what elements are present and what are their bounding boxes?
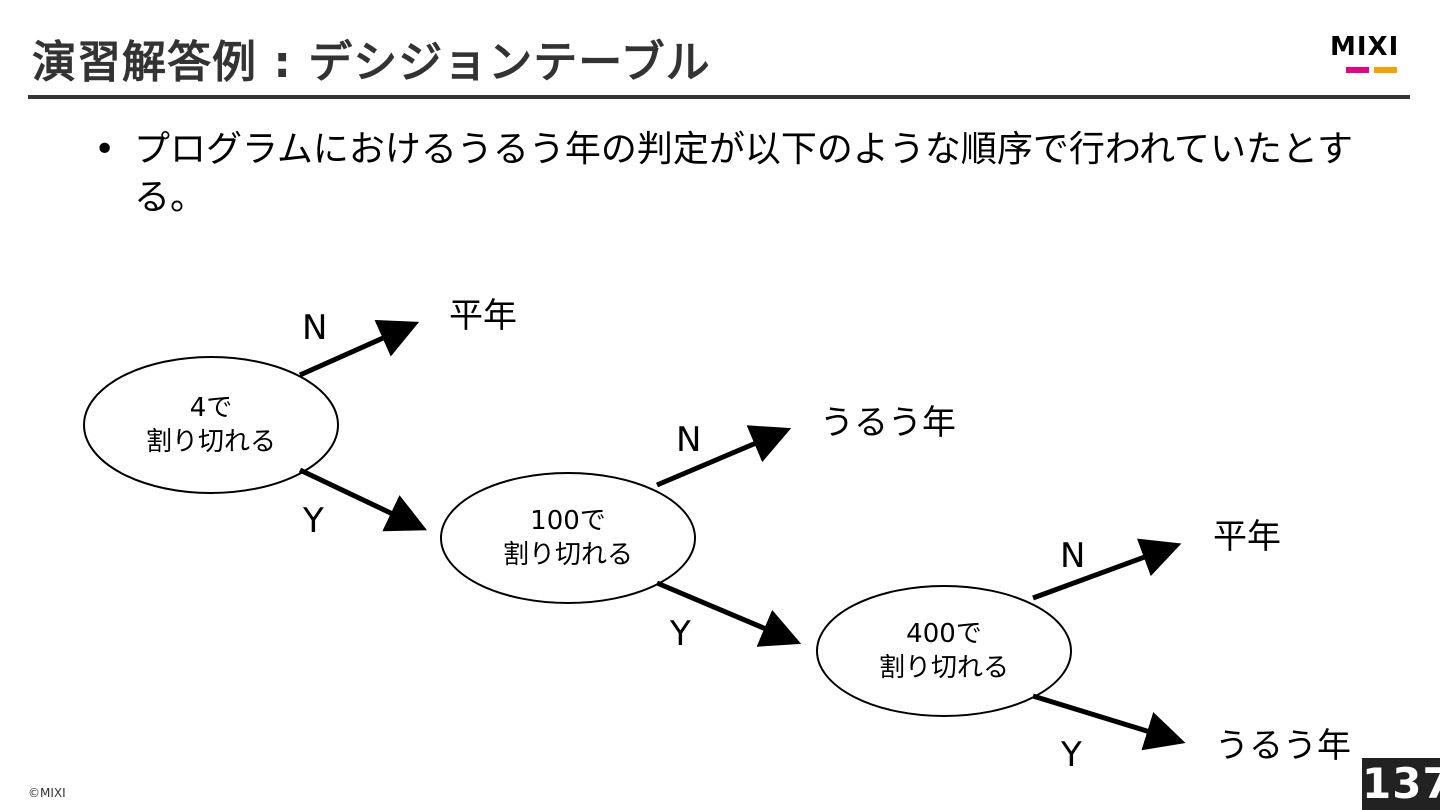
mixi-logo: MIXI [1330,34,1412,76]
node-3-line-1: 400で [906,619,982,649]
arrow-n3 [1032,538,1182,601]
outcome-1: 平年 [449,296,517,336]
edge-label-y2: Y [670,614,691,654]
decision-node-3 [816,585,1072,717]
arrow-y2 [656,580,802,647]
arrow-n2 [656,425,792,488]
title-divider [28,95,1410,99]
decision-node-2 [440,472,696,604]
outcome-2: うるう年 [820,403,956,443]
node-2-line-2: 割り切れる [502,540,633,570]
decision-node-3-label: 400で 割り切れる [864,617,1024,685]
edge-label-y3: Y [1061,735,1082,775]
edge-label-n2: N [676,420,702,460]
copyright-notice: ©MIXI [28,786,66,800]
logo-text: MIXI [1330,32,1400,62]
arrow-n1 [298,319,420,378]
edge-label-n1: N [302,308,328,348]
decision-node-1-label: 4で 割り切れる [131,391,291,459]
bullet-marker: • [94,129,116,170]
edge-label-n3: N [1060,536,1086,576]
decision-node-2-label: 100で 割り切れる [488,504,648,572]
bullet-text: プログラムにおけるうるう年の判定が以下のような順序で行われていたとする。 [134,129,1353,218]
logo-accent-yellow [1374,67,1397,73]
logo-accent-red [1346,67,1369,73]
node-1-line-1: 4で [189,393,233,423]
outcome-4: うるう年 [1215,726,1351,766]
edge-label-y1: Y [303,501,324,541]
decision-node-1 [83,356,339,494]
arrow-y1 [298,467,428,532]
outcome-3: 平年 [1213,517,1281,557]
node-3-line-2: 割り切れる [878,653,1009,683]
bullet-item: • プログラムにおけるうるう年の判定が以下のような順序で行われていたとする。 [94,126,1384,222]
page-number: 137 [1362,758,1440,810]
node-1-line-2: 割り切れる [145,427,276,457]
page-title: 演習解答例 : デシジョンテーブル [32,37,711,88]
arrow-y3 [1032,693,1186,751]
node-2-line-1: 100で [530,506,606,536]
